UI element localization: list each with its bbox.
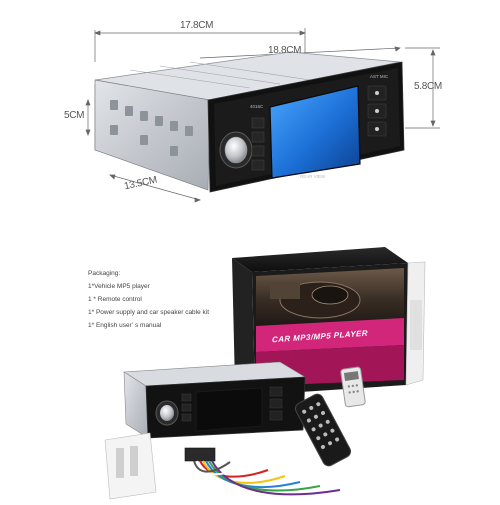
packaging-item: 1 * Remote control [88,296,142,303]
wiring-harness [184,447,341,496]
head-unit-faceplate [207,61,405,193]
packaging-item: 1* Power supply and car speaker cable ki… [88,309,210,316]
packaging-item: 1* English user’ s manual [88,322,162,329]
packaging-list: Packaging: 1*Vehicle MP5 player 1 * Remo… [88,267,209,332]
remote-control-large [294,393,352,467]
dimension-depth: 18.8CM [268,45,302,56]
remote-control-small [340,366,366,408]
retail-box [232,247,426,395]
dimension-height: 5.8CM [414,81,442,92]
packaging-title: Packaging: [88,270,121,277]
top-mode-label: AST MIC [370,74,389,79]
dimension-width: 17.8CM [180,20,214,31]
packaging-item: 1*Vehicle MP5 player [88,283,150,290]
bottom-head-unit [123,361,306,439]
dimension-front-height: 5CM [64,110,85,121]
model-label: 4016C [250,104,264,109]
user-manual [104,432,157,500]
rear-view-label: REAR VIEW [300,174,326,179]
